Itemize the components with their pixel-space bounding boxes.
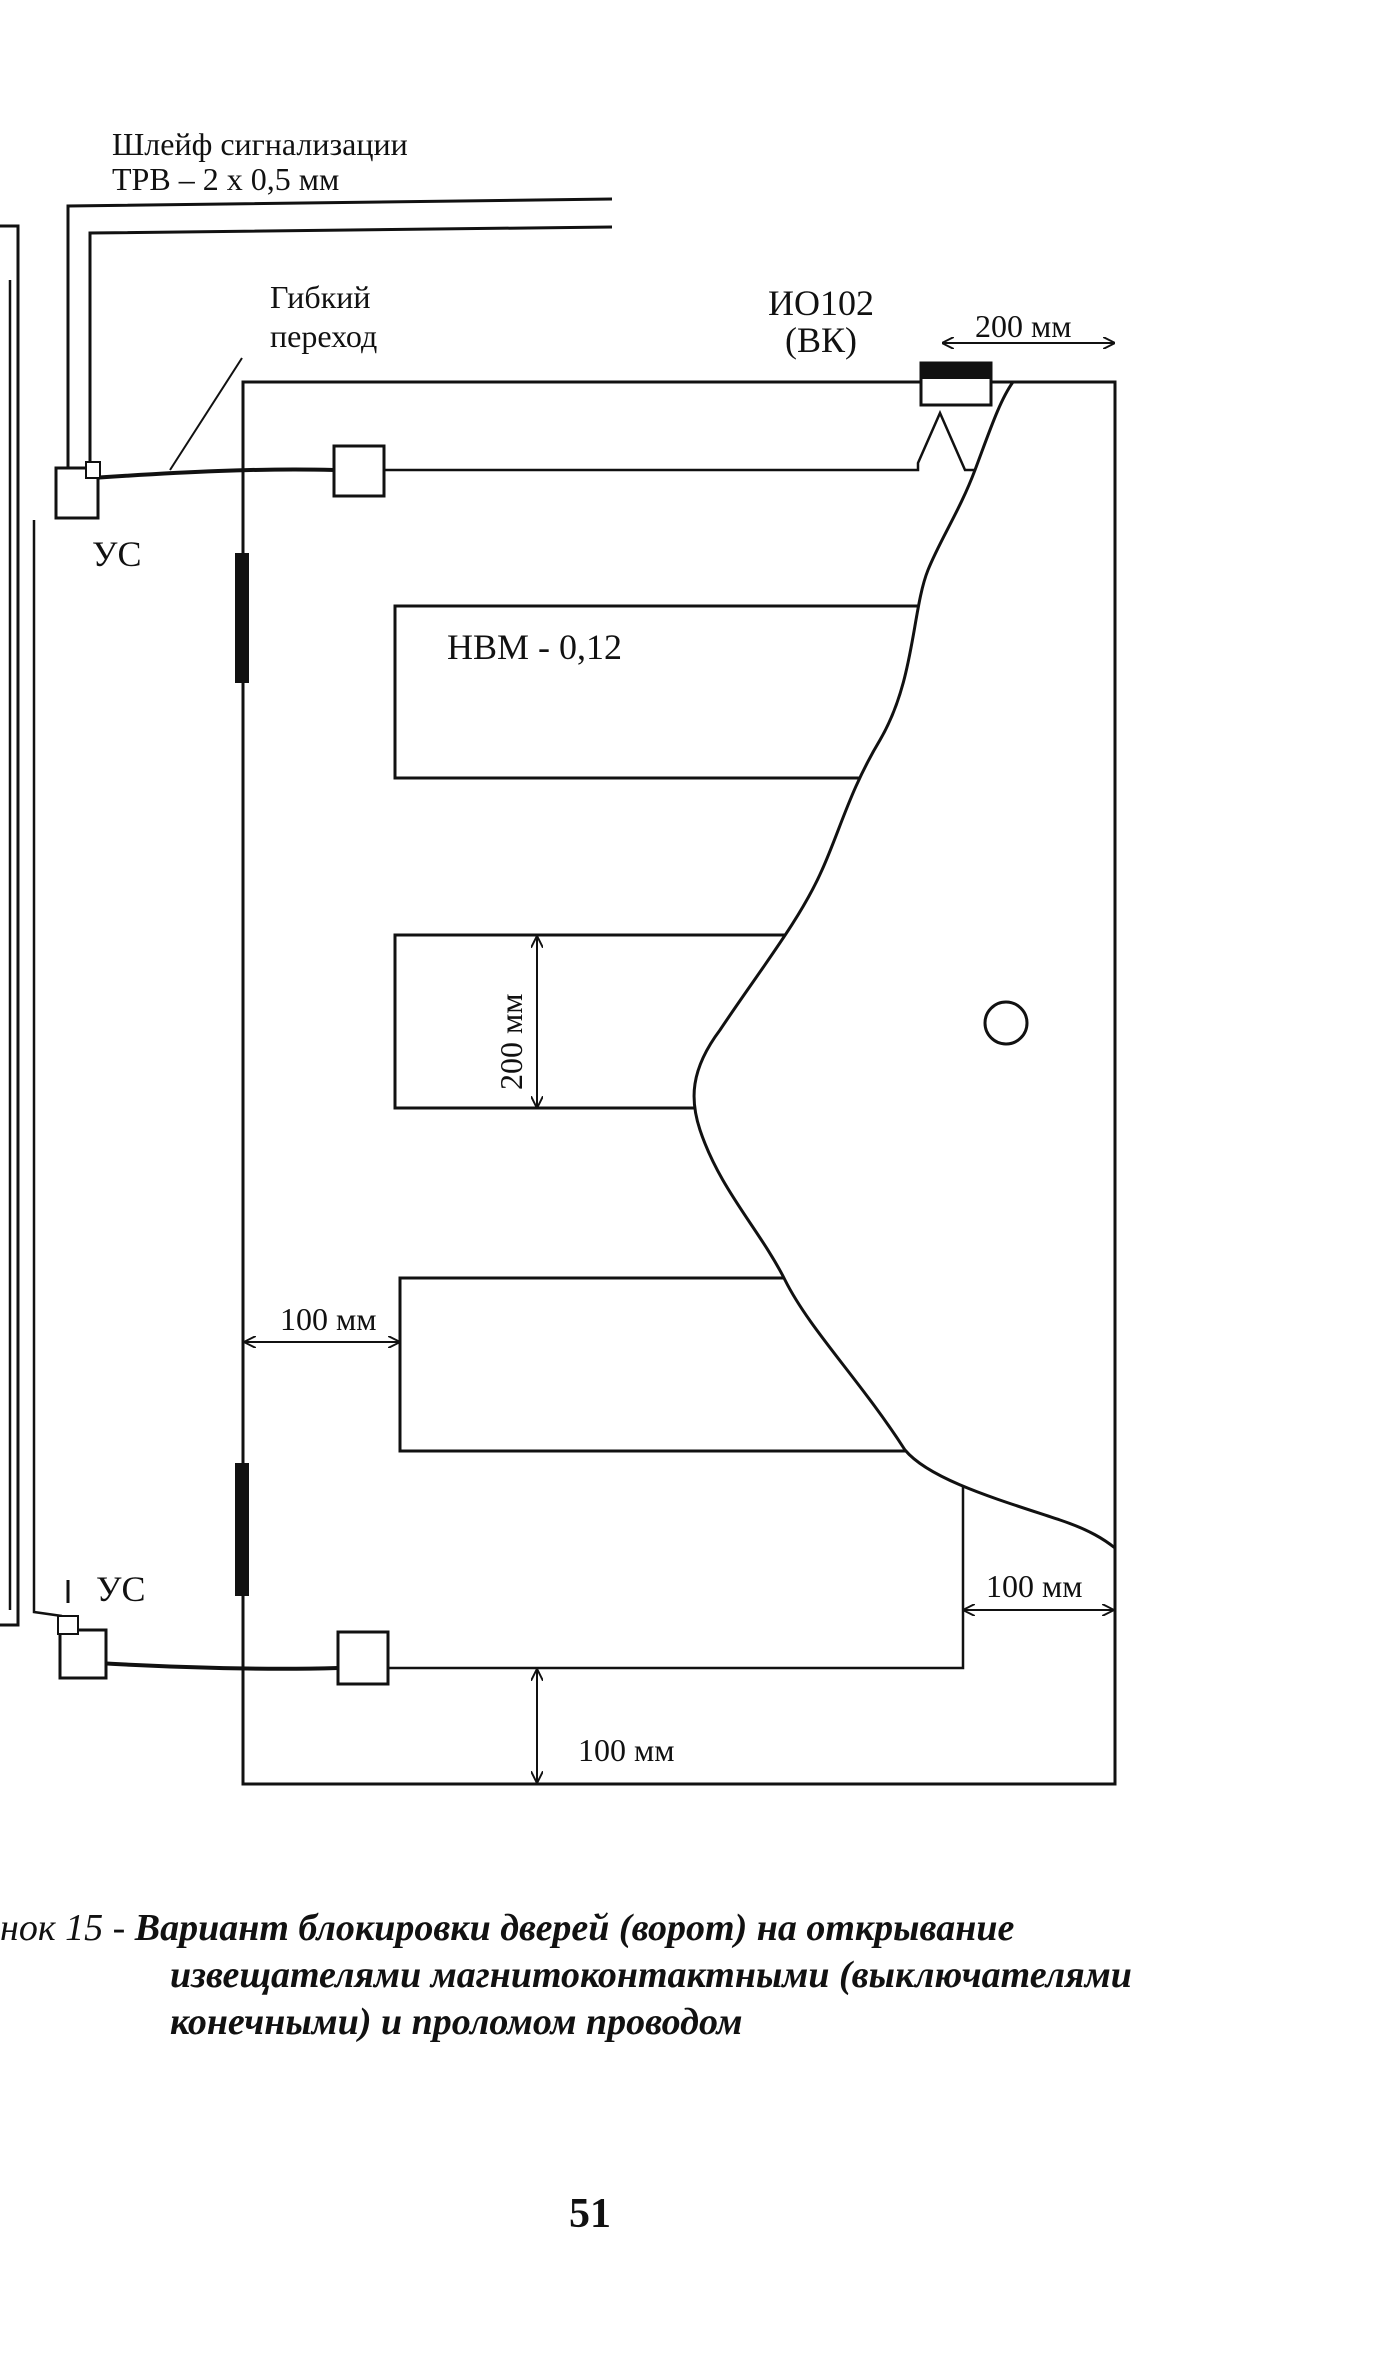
loop-label-line2: ТРВ – 2 х 0,5 мм [112,161,339,197]
hinge-bottom [235,1463,249,1596]
dim-left-label: 100 мм [280,1301,377,1337]
mesh-label: НВМ - 0,12 [447,627,622,667]
caption-line3: конечными) и проломом проводом [170,2001,743,2043]
loop-vertical-wire [8,280,63,1618]
dim-top-right-label: 200 мм [975,308,1072,344]
sensor-label-line1: ИО102 [768,283,874,323]
dim-bottom-label: 100 мм [578,1732,675,1768]
us-label-bottom: УС [96,1569,146,1609]
signal-loop-cable [0,197,613,1627]
break-wire [385,409,975,472]
loop-label-line1: Шлейф сигнализации [112,126,408,162]
flex-leader [169,357,243,471]
flex-transition-top [91,467,335,480]
hinge-top [235,553,249,683]
page-number: 51 [569,2191,611,2237]
us-box-bottom-small [57,1615,79,1635]
dim-slot-label: 200 мм [493,994,529,1091]
caption-line2: извещателями магнитоконтактными (выключа… [170,1954,1132,1996]
caption-line1: Вариант блокировки дверей (ворот) на отк… [134,1907,1015,1949]
junction-box-bottom-inner [336,1630,390,1686]
dim-right-label: 100 мм [986,1568,1083,1604]
figure-caption: нок 15 - Вариант блокировки дверей (воро… [0,1905,1300,2046]
flex-label-line1: Гибкий [270,279,370,315]
us-box-bottom [58,1628,108,1680]
us-box-top-small [85,461,101,479]
us-label-top: УС [92,534,142,574]
bottom-wire [386,1470,965,1670]
flex-label-line2: переход [270,318,377,354]
sensor-label-line2: (ВК) [785,320,857,360]
flex-transition-bottom [97,1661,339,1671]
door-handle [983,1000,1029,1046]
caption-prefix: нок 15 - [0,1907,135,1949]
torn-mesh-edge [692,380,1117,1552]
sensor-io102-magnet [921,362,991,379]
junction-box-top-inner [332,444,386,498]
